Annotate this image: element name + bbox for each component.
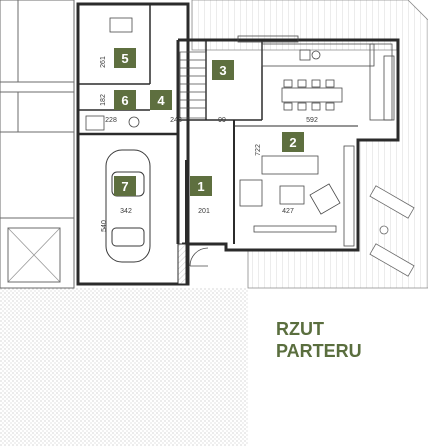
bathroom-fixtures <box>85 17 140 131</box>
entrance-door <box>189 247 209 267</box>
plan-title-line2: PARTERU <box>276 341 362 361</box>
plan-title: RZUT PARTERU <box>276 318 362 362</box>
room-badge-2: 2 <box>282 132 304 152</box>
dim-label-722: 722 <box>255 144 262 156</box>
dim-label-228: 228 <box>105 117 117 124</box>
svg-text:5: 5 <box>121 51 128 66</box>
dim-label-243: 243 <box>170 117 182 124</box>
svg-text:2: 2 <box>289 135 296 150</box>
entrance-wall-hatch <box>177 243 187 285</box>
dining-table <box>281 79 343 111</box>
area-label-201: 201 <box>198 208 210 215</box>
living-furniture <box>239 155 341 233</box>
plan-title-line1: RZUT <box>276 319 324 339</box>
staircase <box>179 51 207 119</box>
ground-area <box>0 288 248 446</box>
area-label-182: 182 <box>100 94 107 106</box>
sun-loungers <box>369 185 415 277</box>
area-label-427: 427 <box>282 208 294 215</box>
svg-text:3: 3 <box>219 63 226 78</box>
svg-text:1: 1 <box>197 179 204 194</box>
room-badge-1: 1 <box>190 176 212 196</box>
room-badge-7: 7 <box>114 176 136 196</box>
car <box>105 149 151 263</box>
room-badge-3: 3 <box>212 60 234 80</box>
dim-label-540: 540 <box>101 220 108 232</box>
neighbour-building <box>0 0 75 289</box>
room-badge-6: 6 <box>114 90 136 110</box>
area-label-261: 261 <box>100 56 107 68</box>
area-label-342: 342 <box>120 208 132 215</box>
area-label-592: 592 <box>306 117 318 124</box>
room-badge-4: 4 <box>150 90 172 110</box>
area-label-99: 99 <box>218 117 226 124</box>
svg-text:4: 4 <box>157 93 165 108</box>
svg-text:6: 6 <box>121 93 128 108</box>
kitchen <box>261 43 393 121</box>
svg-text:7: 7 <box>121 179 128 194</box>
windows <box>237 35 395 247</box>
room-badge-5: 5 <box>114 48 136 68</box>
